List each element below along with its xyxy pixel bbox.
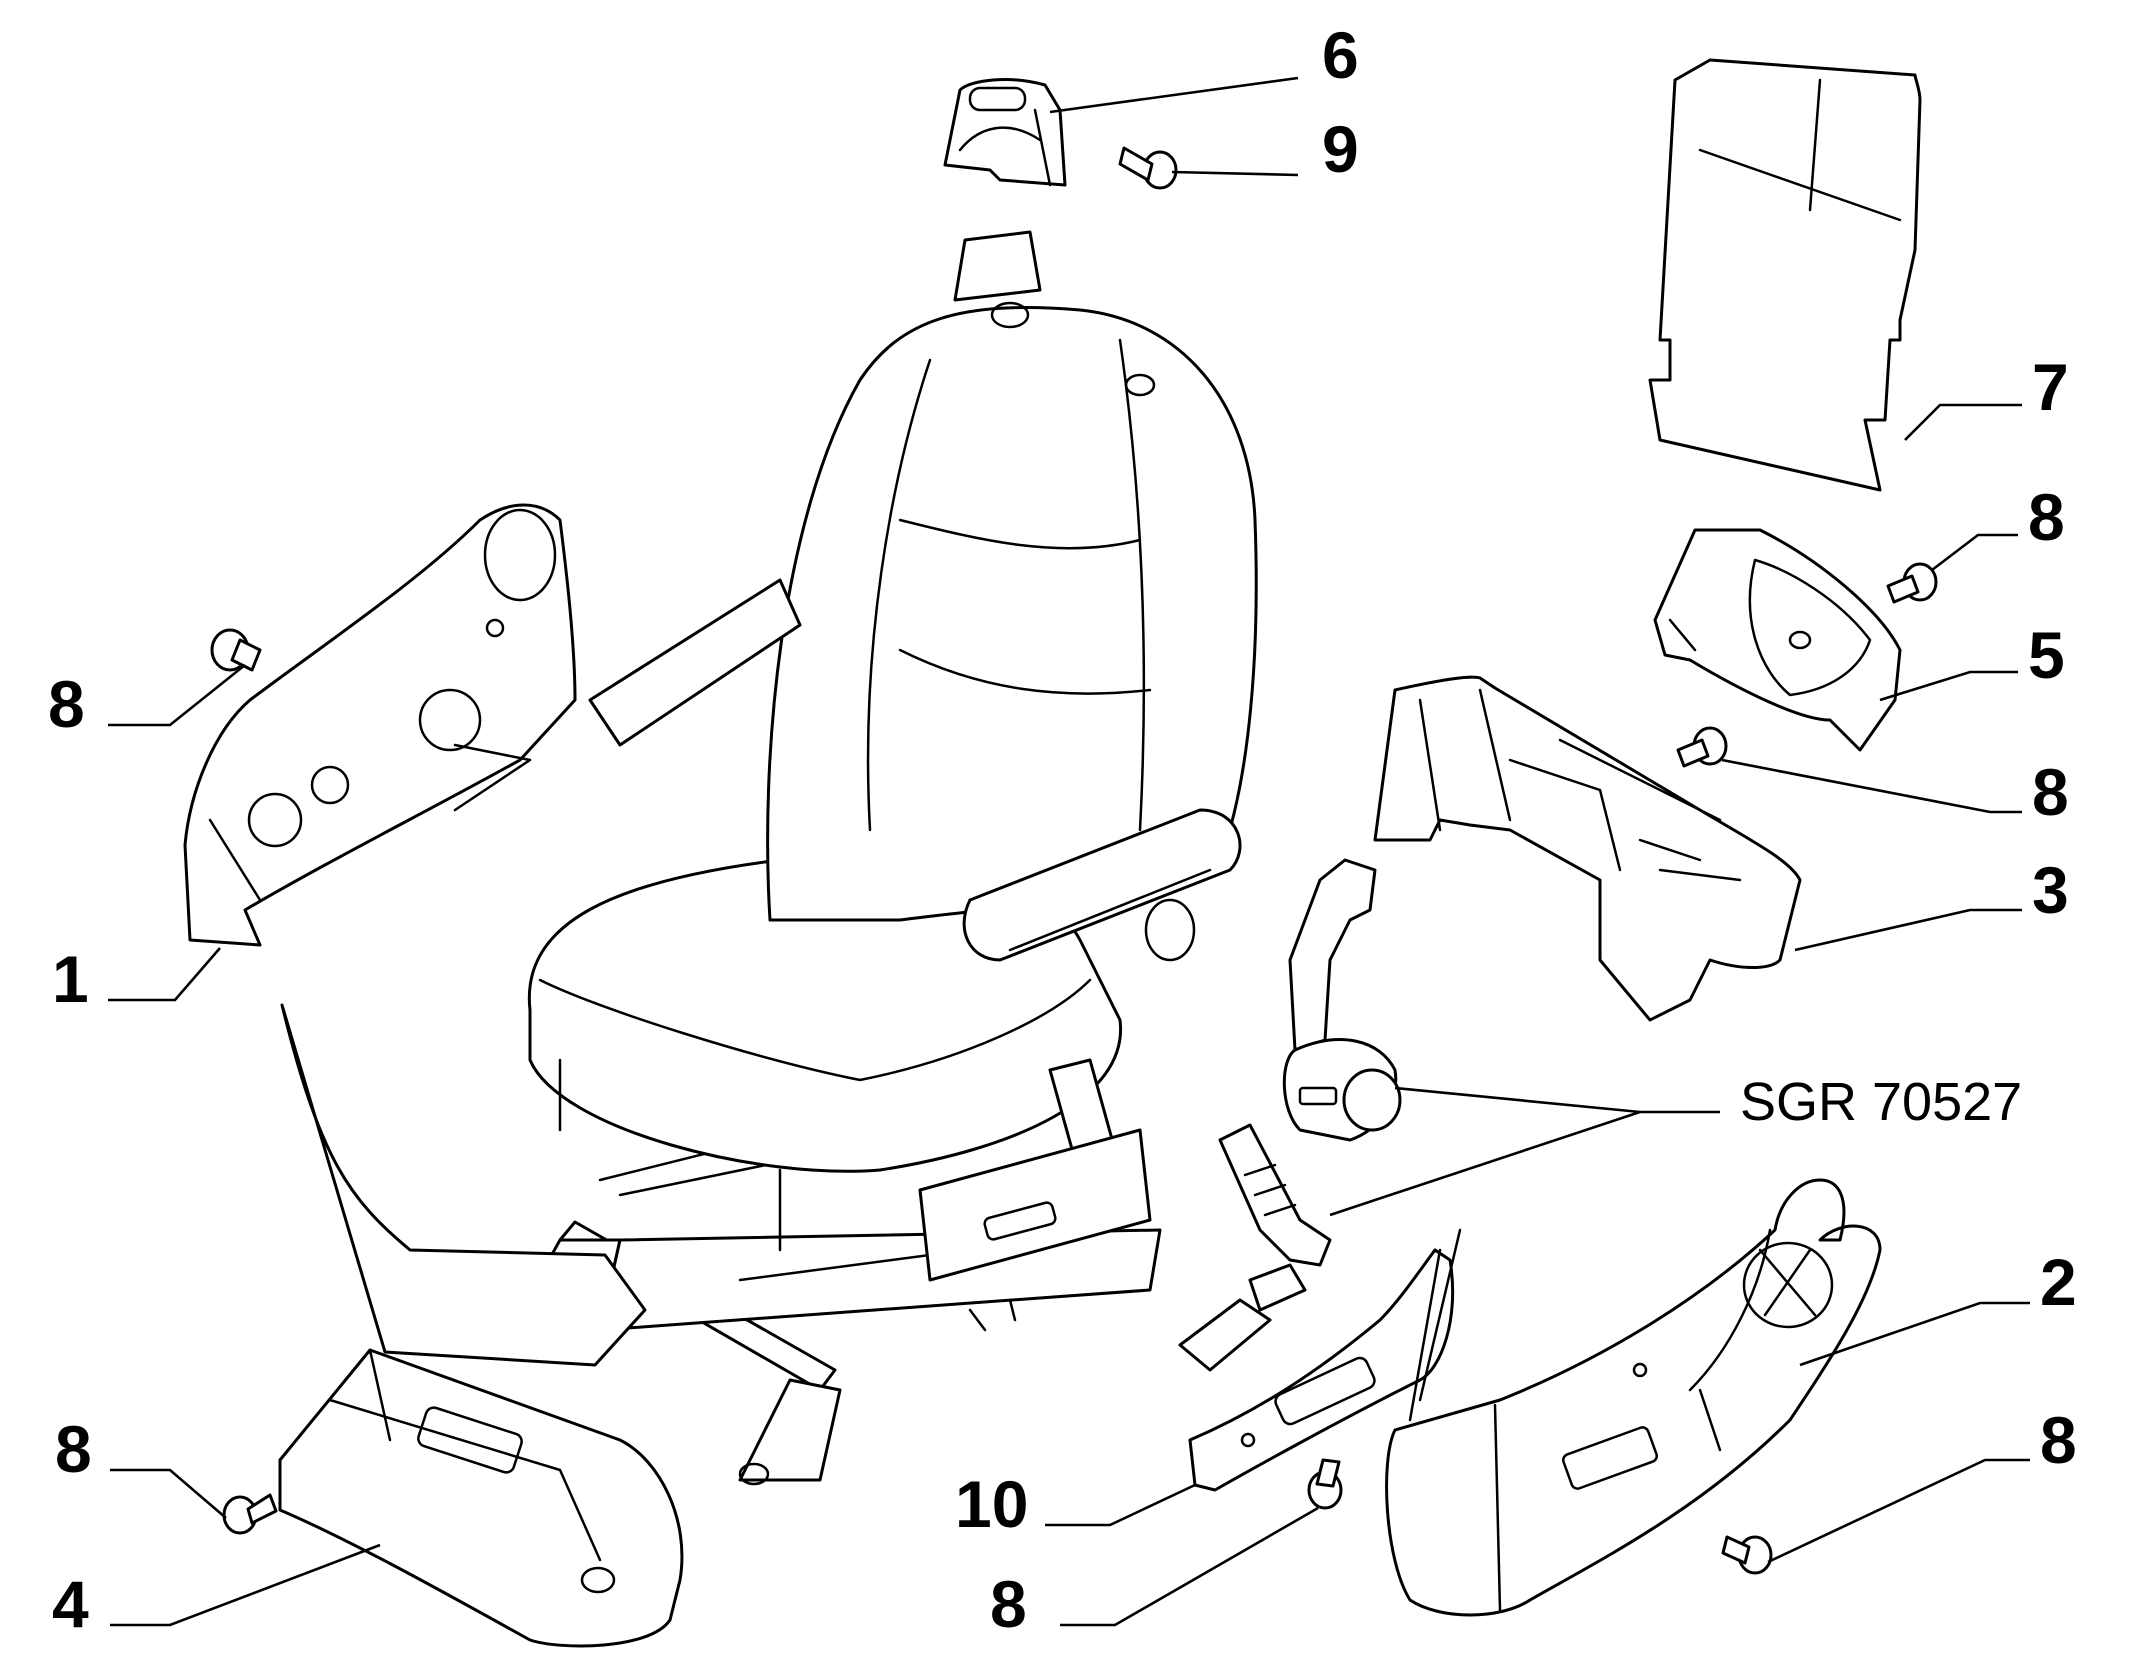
callout-2: 2 (2040, 1245, 2077, 1319)
callout-labels: 6 9 7 8 5 8 3 SGR 70527 2 8 8 1 8 4 10 8 (48, 18, 2077, 1641)
leader-4 (110, 1543, 381, 1627)
leader-9 (1171, 170, 1299, 177)
leader-7 (1904, 403, 2022, 441)
callout-3: 3 (2032, 853, 2069, 927)
part-10-lower-trim (1188, 1228, 1462, 1492)
part-6-headrest-guide (943, 78, 1067, 187)
leader-lines (108, 76, 2030, 1627)
screw-part-8-middle-right (1676, 726, 1728, 768)
callout-8-bottom-center: 8 (990, 1567, 1027, 1641)
seat-assembly (508, 230, 1258, 1486)
leader-8-bottom-right (1767, 1458, 2030, 1564)
part-2-side-trim-right (1385, 1178, 1882, 1617)
screw-part-8-lower-left (222, 1493, 278, 1535)
callout-8-left: 8 (48, 667, 85, 741)
part-3-back-shell (1373, 675, 1802, 1022)
callout-10: 10 (955, 1467, 1028, 1541)
callout-9: 9 (1322, 112, 1359, 186)
callout-8-upper-right: 8 (2028, 480, 2065, 554)
screw-part-9 (1118, 146, 1178, 190)
leader-8-upper-right (1931, 533, 2018, 572)
leader-8-left (108, 663, 246, 727)
screw-part-8-bottom-right (1721, 1535, 1773, 1575)
part-5-trim-cover (1653, 528, 1902, 752)
leader-sgr-2 (1329, 1110, 1641, 1217)
screws (210, 146, 1938, 1575)
callout-6: 6 (1322, 18, 1359, 92)
leader-6 (1049, 76, 1299, 114)
callout-1: 1 (52, 942, 89, 1016)
leader-8-lower-left (110, 1468, 227, 1519)
screw-part-8-upper-right (1886, 562, 1938, 604)
seat-belt-assembly (1178, 858, 1402, 1372)
callout-7: 7 (2032, 350, 2069, 424)
callout-8-middle-right: 8 (2032, 755, 2069, 829)
screw-part-8-bottom-center (1307, 1458, 1343, 1510)
leader-5 (1879, 670, 2018, 702)
screw-part-8-left (210, 628, 262, 672)
callout-8-bottom-right: 8 (2040, 1403, 2077, 1477)
leader-10 (1045, 1483, 1196, 1527)
leader-8-middle-right (1721, 758, 2022, 814)
part-4-front-trim (278, 1003, 684, 1648)
leader-sgr-1 (1394, 1086, 1720, 1114)
part-7-back-panel (1648, 58, 1922, 492)
leader-8-bottom-center (1060, 1506, 1319, 1627)
part-1-side-trim-left (183, 503, 577, 947)
callout-8-lower-left: 8 (55, 1412, 92, 1486)
leader-2 (1799, 1301, 2030, 1367)
reference-code: SGR 70527 (1740, 1072, 2022, 1132)
callout-4: 4 (52, 1567, 89, 1641)
callout-5: 5 (2028, 618, 2065, 692)
leader-1 (108, 947, 221, 1002)
leader-3 (1794, 908, 2022, 952)
